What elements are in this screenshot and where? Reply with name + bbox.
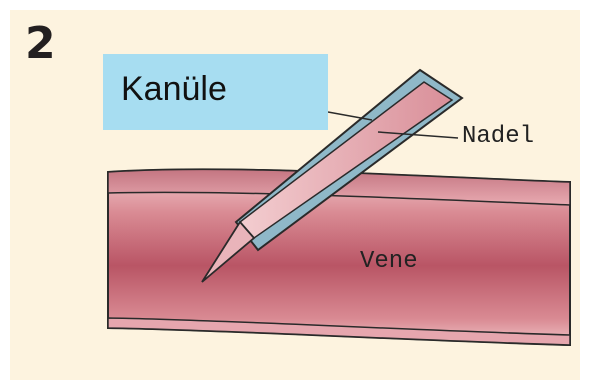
nadel-label: Nadel [462, 125, 534, 149]
vene-label: Vene [360, 250, 418, 274]
step-number: 2 [25, 22, 56, 66]
kanuele-label: Kanüle [121, 72, 227, 106]
